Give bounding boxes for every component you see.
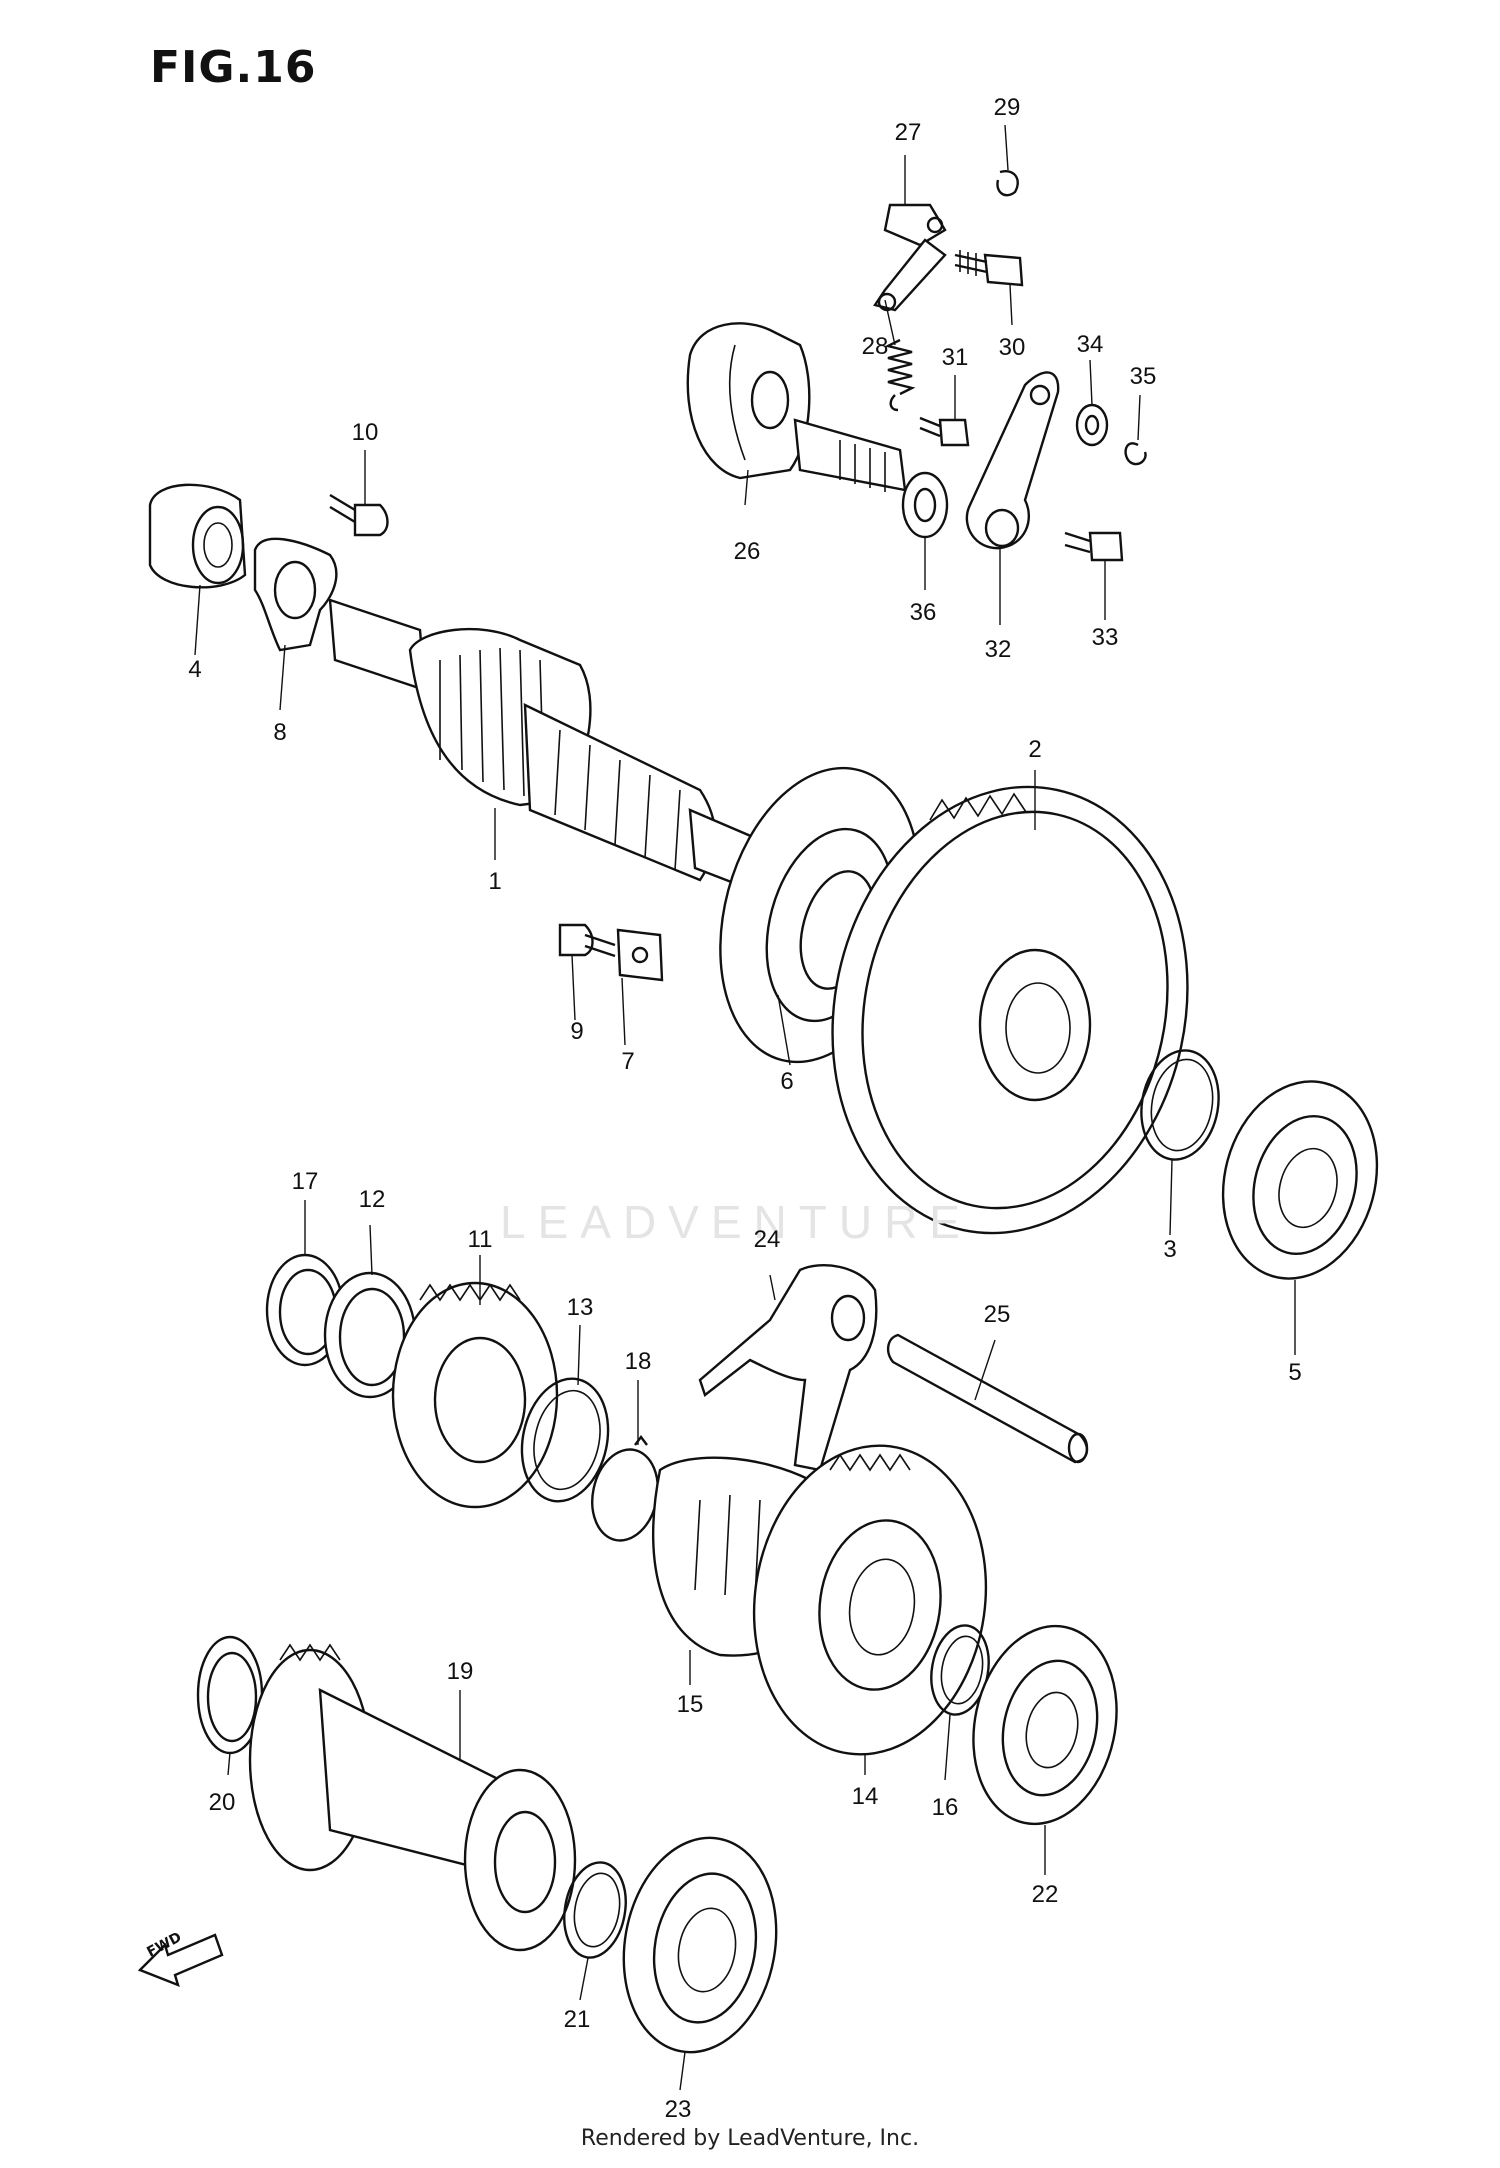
part-16-washer[interactable] <box>925 1621 996 1719</box>
callout-30[interactable]: 30 <box>998 334 1026 361</box>
part-31-bolt[interactable] <box>919 416 970 447</box>
part-10-screw[interactable] <box>329 493 389 537</box>
watermark-text: LEADVENTURE <box>500 1196 972 1248</box>
callout-29[interactable]: 29 <box>993 94 1021 121</box>
callout-24[interactable]: 24 <box>753 1226 781 1253</box>
fwd-arrow-icon <box>137 1933 224 1988</box>
callout-4[interactable]: 4 <box>188 656 202 683</box>
callout-23[interactable]: 23 <box>664 2096 692 2123</box>
part-2-driven-gear[interactable] <box>792 754 1228 1267</box>
part-29-circlip[interactable] <box>996 170 1019 197</box>
part-33-bolt[interactable] <box>1064 531 1124 562</box>
callout-14[interactable]: 14 <box>851 1783 879 1810</box>
callout-36[interactable]: 36 <box>909 599 937 626</box>
part-27-stopper-lever[interactable] <box>873 203 947 312</box>
callout-33[interactable]: 33 <box>1091 624 1119 651</box>
callout-22[interactable]: 22 <box>1031 1881 1059 1908</box>
callout-13[interactable]: 13 <box>566 1294 594 1321</box>
part-8-bearing-retainer[interactable] <box>253 537 338 652</box>
callout-35[interactable]: 35 <box>1129 363 1157 390</box>
callout-20[interactable]: 20 <box>208 1789 236 1816</box>
callout-16[interactable]: 16 <box>931 1794 959 1821</box>
callout-15[interactable]: 15 <box>676 1691 704 1718</box>
callout-6[interactable]: 6 <box>780 1068 794 1095</box>
callout-17[interactable]: 17 <box>291 1168 319 1195</box>
part-30-bolt[interactable] <box>954 250 1024 287</box>
callout-34[interactable]: 34 <box>1076 331 1104 358</box>
callout-2[interactable]: 2 <box>1028 736 1042 763</box>
callout-3[interactable]: 3 <box>1163 1236 1177 1263</box>
footer-credit: Rendered by LeadVenture, Inc. <box>580 2126 920 2151</box>
part-26-gearshift-cam[interactable] <box>686 322 907 492</box>
callout-28[interactable]: 28 <box>861 333 889 360</box>
callout-9[interactable]: 9 <box>570 1018 584 1045</box>
part-35-e-clip[interactable] <box>1124 442 1147 466</box>
part-32-shift-arm[interactable] <box>965 371 1060 550</box>
part-23-bearing[interactable] <box>607 1826 792 2065</box>
callout-19[interactable]: 19 <box>446 1658 474 1685</box>
callout-1[interactable]: 1 <box>488 868 502 895</box>
leader-lines <box>194 124 1296 2091</box>
part-24-shift-fork[interactable] <box>698 1263 878 1472</box>
part-36-bearing[interactable] <box>901 471 949 539</box>
callout-31[interactable]: 31 <box>941 344 969 371</box>
part-19-shaft-gear[interactable] <box>248 1643 577 1952</box>
part-7-lock-plate[interactable] <box>616 928 664 982</box>
callout-12[interactable]: 12 <box>358 1186 386 1213</box>
callout-10[interactable]: 10 <box>351 419 379 446</box>
part-22-bearing[interactable] <box>956 1613 1135 1838</box>
callout-25[interactable]: 25 <box>983 1301 1011 1328</box>
part-1-countershaft[interactable] <box>328 598 767 897</box>
callout-7[interactable]: 7 <box>621 1048 635 1075</box>
part-9-screw[interactable] <box>558 923 616 958</box>
part-34-washer[interactable] <box>1075 403 1109 447</box>
part-14-gear[interactable] <box>735 1431 1006 1770</box>
callout-21[interactable]: 21 <box>563 2006 591 2033</box>
callout-11[interactable]: 11 <box>467 1226 493 1253</box>
part-28-spring[interactable] <box>884 338 916 412</box>
part-25-shift-fork-shaft[interactable] <box>886 1333 1089 1464</box>
callout-27[interactable]: 27 <box>894 119 922 146</box>
part-3-circlip[interactable] <box>1133 1044 1227 1166</box>
callout-32[interactable]: 32 <box>984 636 1012 663</box>
callout-8[interactable]: 8 <box>273 719 287 746</box>
callout-18[interactable]: 18 <box>624 1348 652 1375</box>
figure-title: FIG.16 <box>150 42 317 93</box>
part-21-washer[interactable] <box>557 1858 633 1963</box>
part-11-gear[interactable] <box>391 1281 559 1509</box>
callout-26[interactable]: 26 <box>733 538 761 565</box>
callout-5[interactable]: 5 <box>1288 1359 1302 1386</box>
part-4-needle-bearing[interactable] <box>148 483 247 589</box>
part-5-bearing[interactable] <box>1202 1064 1399 1296</box>
